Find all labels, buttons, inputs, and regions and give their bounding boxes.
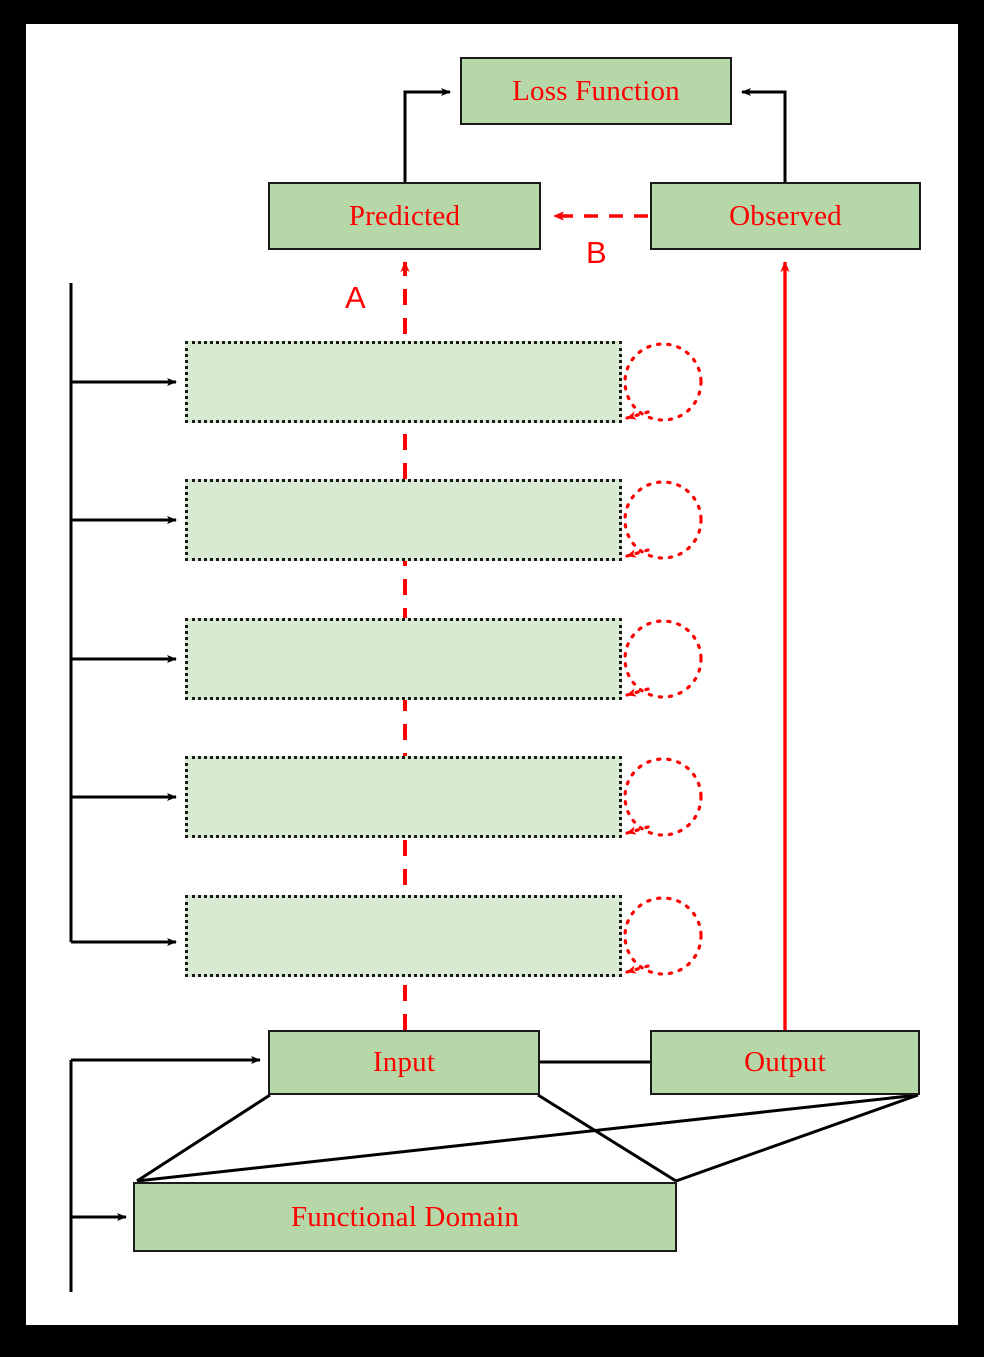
node-layer-3[interactable]	[185, 618, 622, 700]
edge-label-b: B	[586, 235, 607, 270]
node-observed[interactable]: Observed	[650, 182, 921, 250]
node-functional-domain-label: Functional Domain	[290, 1200, 520, 1233]
node-input[interactable]: Input	[268, 1030, 540, 1095]
node-predicted-label: Predicted	[348, 199, 461, 232]
node-loss-function[interactable]: Loss Function	[460, 57, 732, 125]
node-observed-label: Observed	[729, 199, 842, 232]
node-layer-1[interactable]	[185, 341, 622, 423]
node-layer-5[interactable]	[185, 895, 622, 977]
node-output[interactable]: Output	[650, 1030, 920, 1095]
node-loss-function-label: Loss Function	[512, 74, 680, 107]
node-functional-domain[interactable]: Functional Domain	[133, 1182, 677, 1252]
node-output-label: Output	[744, 1046, 826, 1078]
node-input-label: Input	[372, 1046, 436, 1078]
node-layer-2[interactable]	[185, 479, 622, 561]
edge-label-a: A	[345, 280, 366, 315]
node-predicted[interactable]: Predicted	[268, 182, 541, 250]
node-layer-4[interactable]	[185, 756, 622, 838]
